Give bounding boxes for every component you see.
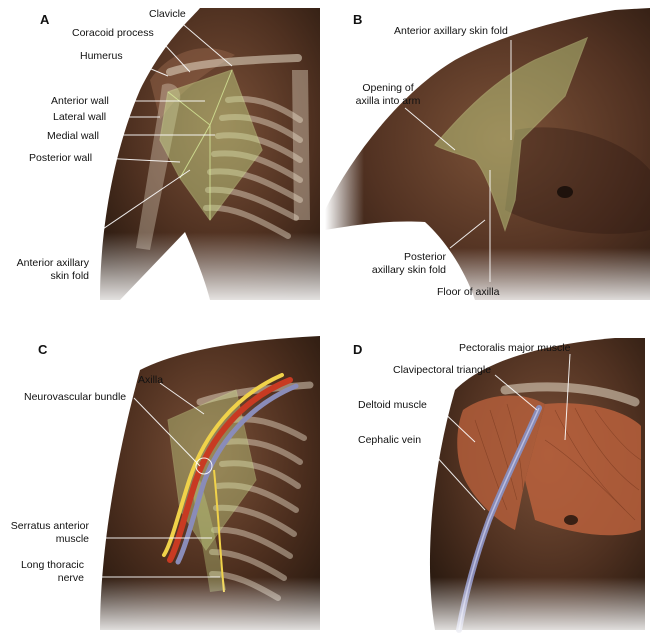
label-coracoid-process: Coracoid process bbox=[72, 27, 154, 39]
label-floor-of-axilla: Floor of axilla bbox=[437, 286, 500, 298]
panel-b-letter: B bbox=[353, 12, 363, 27]
label-anterior-wall: Anterior wall bbox=[51, 95, 109, 107]
panel-a-illustration bbox=[0, 0, 325, 310]
label-serratus-anterior-muscle-line2: muscle bbox=[55, 533, 89, 545]
label-humerus: Humerus bbox=[80, 50, 123, 62]
label-clavipectoral-triangle: Clavipectoral triangle bbox=[393, 364, 492, 376]
label-neurovascular-bundle: Neurovascular bundle bbox=[24, 391, 127, 403]
label-posterior-wall: Posterior wall bbox=[29, 152, 93, 164]
panel-c-illustration bbox=[0, 330, 325, 639]
label-anterior-axillary-skin-fold-line2: skin fold bbox=[50, 270, 89, 282]
panel-a: A Clavicle Coracoid process Humerus Ante… bbox=[0, 0, 325, 310]
label-long-thoracic-nerve-line1: Long thoracic bbox=[20, 559, 84, 571]
label-opening-of-axilla-line2: axilla into arm bbox=[355, 95, 421, 107]
label-deltoid-muscle: Deltoid muscle bbox=[358, 399, 427, 411]
label-medial-wall: Medial wall bbox=[47, 130, 99, 142]
label-cephalic-vein: Cephalic vein bbox=[358, 434, 422, 446]
label-pectoralis-major-muscle: Pectoralis major muscle bbox=[459, 342, 571, 354]
label-long-thoracic-nerve-line2: nerve bbox=[57, 572, 84, 584]
label-opening-of-axilla-line1: Opening of bbox=[362, 82, 414, 94]
label-clavicle: Clavicle bbox=[149, 8, 186, 20]
panel-b-illustration bbox=[325, 0, 650, 310]
label-posterior-axillary-skin-fold-line2: axillary skin fold bbox=[371, 264, 446, 276]
panel-c-letter: C bbox=[38, 342, 48, 357]
label-serratus-anterior-muscle-line1: Serratus anterior bbox=[10, 520, 89, 532]
label-posterior-axillary-skin-fold-line1: Posterior bbox=[403, 251, 446, 263]
label-lateral-wall: Lateral wall bbox=[53, 111, 107, 123]
label-axilla: Axilla bbox=[138, 374, 164, 386]
label-anterior-axillary-skin-fold-line1: Anterior axillary bbox=[16, 257, 89, 269]
panel-d-illustration bbox=[325, 330, 650, 639]
panel-d: D Pectoralis major muscle Clavipectoral … bbox=[325, 330, 650, 639]
panel-d-letter: D bbox=[353, 342, 363, 357]
panel-c: C Axilla Neurovascular bundle Serratus a… bbox=[0, 330, 325, 639]
panel-a-letter: A bbox=[40, 12, 50, 27]
panel-b: B Anterior axillary skin fold Opening of… bbox=[325, 0, 650, 310]
label-anterior-axillary-skin-fold: Anterior axillary skin fold bbox=[394, 25, 508, 37]
